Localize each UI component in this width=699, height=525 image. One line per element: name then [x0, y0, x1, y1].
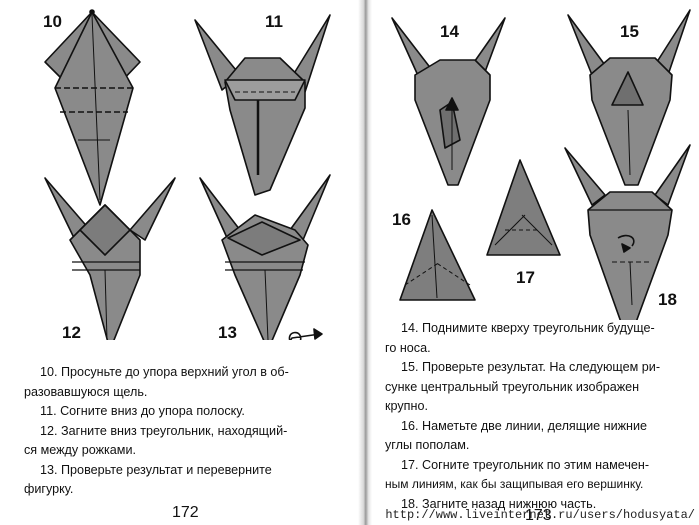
- instruction-line: крупно.: [385, 399, 428, 413]
- page-number-left: 172: [172, 504, 199, 521]
- right-page: 14 15 16 17 18 14. Поднимите кверху треу…: [370, 0, 699, 525]
- figure-number-16: 16: [392, 210, 411, 229]
- figure-number-14: 14: [440, 22, 459, 41]
- fold-diagram-13: [199, 174, 331, 340]
- page-number-right: 173: [525, 507, 552, 524]
- figure-number-18: 18: [658, 290, 677, 309]
- instruction-line: 11. Согните вниз до упора полоску.: [40, 404, 245, 418]
- figure-number-17: 17: [516, 268, 535, 287]
- fold-diagram-16: [399, 209, 476, 301]
- figure-number-15: 15: [620, 22, 639, 41]
- fold-diagram-11: [194, 14, 331, 196]
- left-diagrams: [44, 9, 331, 340]
- fold-diagram-14: [391, 17, 506, 186]
- right-instructions: 14. Поднимите кверху треугольник будуще-…: [385, 319, 697, 514]
- watermark-url: http://www.liveinternet.ru/users/hodusya…: [385, 508, 695, 522]
- fold-diagram-18: [564, 144, 691, 320]
- instruction-line: 15. Проверьте результат. На следующем ри…: [401, 360, 661, 374]
- instruction-line: фигурку.: [24, 482, 74, 496]
- instruction-line: 16. Наметьте две линии, делящие нижние: [401, 418, 648, 433]
- left-instructions: 10. Просуньте до упора верхний угол в об…: [24, 363, 342, 500]
- fold-diagram-12: [44, 177, 176, 340]
- book-gutter: [358, 0, 372, 525]
- instruction-line: 12. Загните вниз треугольник, находящий-: [40, 423, 288, 438]
- instruction-line: го носа.: [385, 340, 431, 355]
- instruction-line: 13. Проверьте результат и переверните: [40, 462, 272, 477]
- figure-number-10: 10: [43, 12, 62, 31]
- instruction-line: ным линиям, как бы защипывая его вершинк…: [385, 477, 644, 491]
- instruction-line: 10. Просуньте до упора верхний угол в об…: [40, 365, 289, 379]
- fold-diagram-15: [567, 9, 691, 186]
- instruction-line: ся между рожками.: [24, 443, 136, 457]
- turn-over-icon: [288, 331, 321, 340]
- instruction-line: углы пополам.: [385, 438, 470, 452]
- right-diagrams: [391, 9, 691, 320]
- left-page: 10 11 12 13 10. Просуньте до упора верхн…: [24, 9, 342, 521]
- figure-number-11: 11: [265, 12, 283, 31]
- instruction-line: сунке центральный треугольник изображен: [385, 379, 640, 394]
- figure-number-13: 13: [218, 323, 237, 342]
- fold-diagram-17: [486, 159, 561, 256]
- figure-number-12: 12: [62, 323, 81, 342]
- instruction-line: 17. Согните треугольник по этим намечен-: [401, 457, 650, 472]
- fold-diagram-10: [44, 9, 141, 206]
- instruction-line: 18. Загните назад нижнюю часть.: [401, 496, 597, 511]
- instruction-line: разовавшуюся щель.: [24, 384, 148, 399]
- instruction-line: 14. Поднимите кверху треугольник будуще-: [401, 321, 655, 335]
